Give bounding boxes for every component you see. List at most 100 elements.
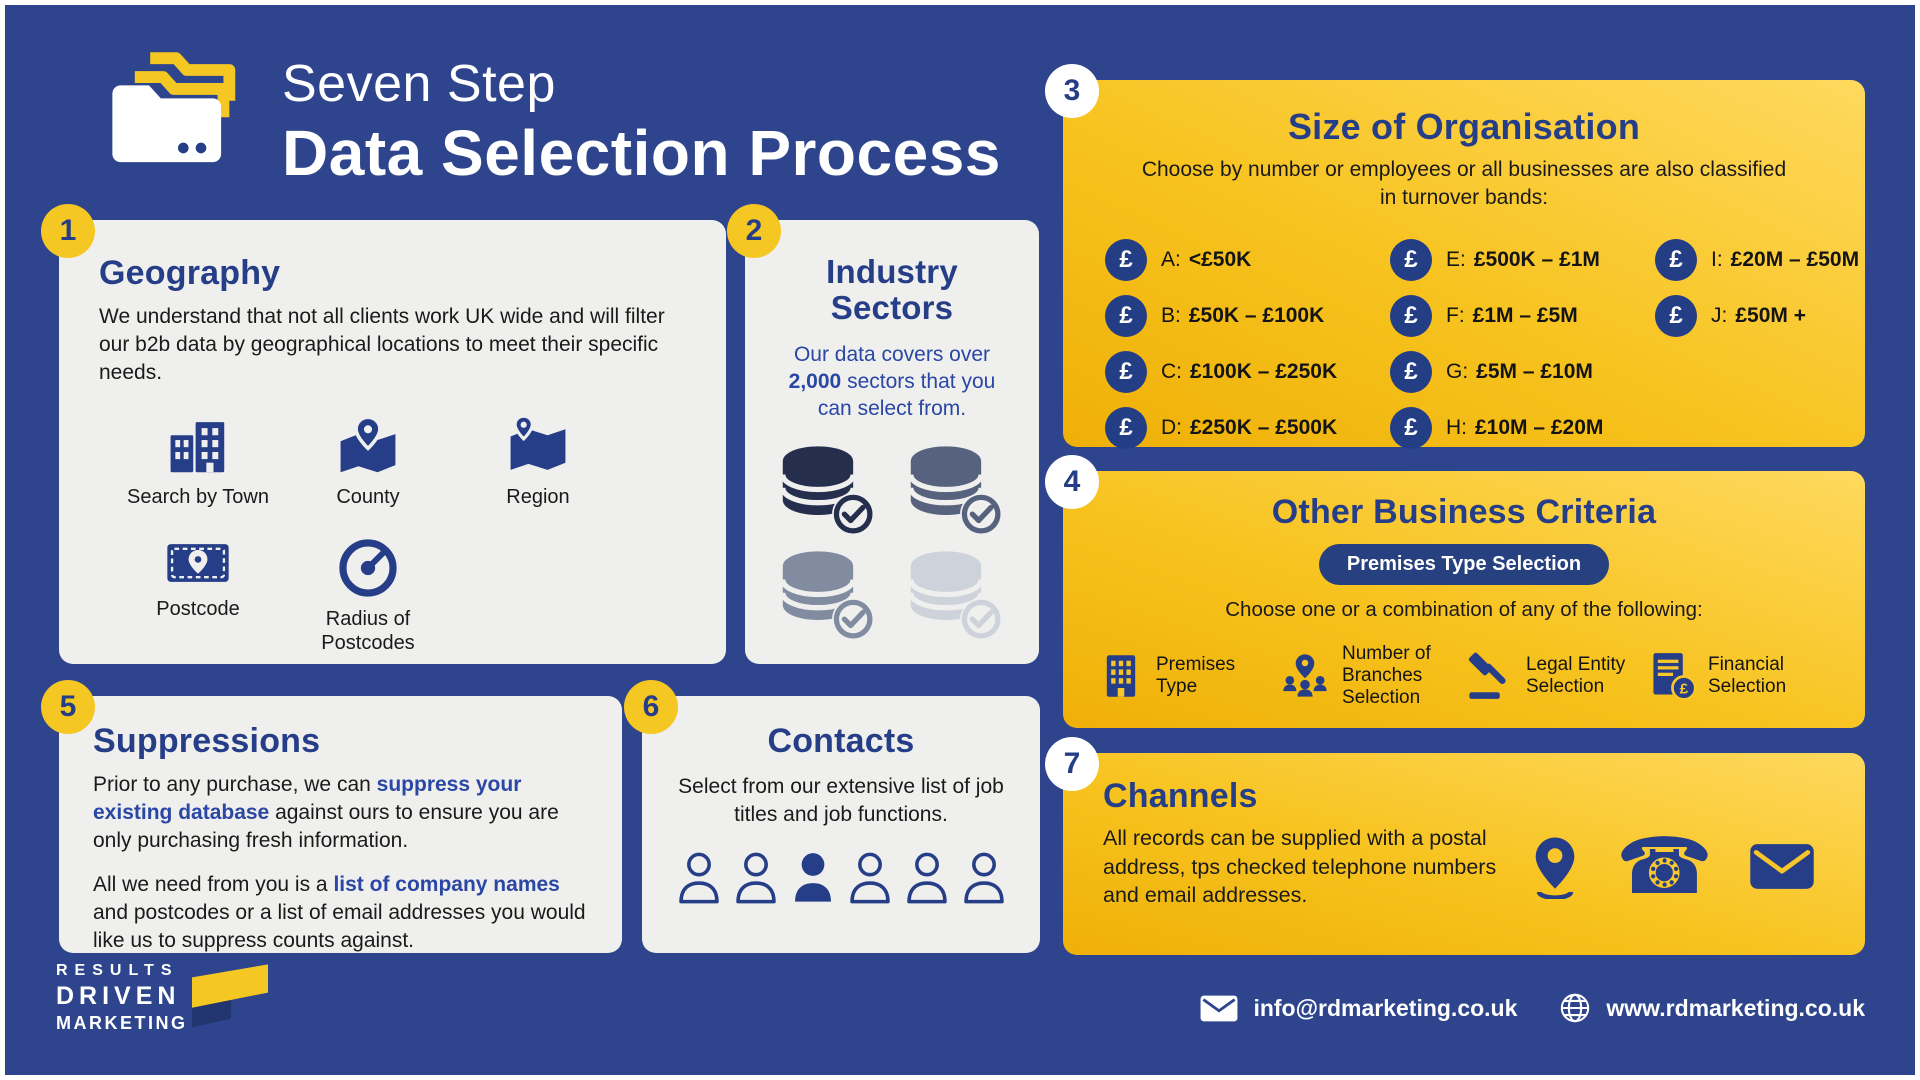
title-line2: Data Selection Process (282, 117, 1001, 189)
person-outline-icon[interactable] (903, 849, 951, 904)
option-label: Premises Type (1156, 654, 1236, 698)
band-d[interactable]: £ D: £250K – £500K (1105, 406, 1390, 449)
option-label: Financial Selection (1707, 654, 1787, 698)
card-contacts: 6 Contacts Select from our extensive lis… (624, 680, 1040, 953)
postcode-label-icon (165, 537, 231, 589)
band-c[interactable]: £ C: £100K – £250K (1105, 350, 1390, 393)
size-title: Size of Organisation (1287, 106, 1641, 147)
size-subtitle: Choose by number or employees or all bus… (1141, 158, 1787, 209)
step-5-badge: 5 (41, 680, 95, 734)
channel-icons: ☎ (1530, 828, 1815, 906)
band-letter: C: (1161, 359, 1182, 383)
card-channels: 7 Channels All records can be supplied w… (1045, 737, 1865, 955)
step-1-badge: 1 (41, 204, 95, 258)
band-j[interactable]: £J:£50M + (1655, 294, 1880, 337)
person-outline-icon[interactable] (960, 849, 1008, 904)
pound-coin-icon: £ (1390, 238, 1432, 281)
band-letter: D: (1161, 415, 1182, 439)
town-buildings-icon (167, 415, 229, 477)
premises-type-selection-pill[interactable]: Premises Type Selection (1318, 544, 1610, 585)
step-4-badge: 4 (1045, 455, 1099, 509)
svg-text:£: £ (1680, 681, 1689, 698)
option-number-of-branches[interactable]: Number of Branches Selection (1279, 643, 1465, 709)
suppressions-paragraph-1: Prior to any purchase, we can suppress y… (93, 773, 559, 852)
database-unselected-icon[interactable] (900, 547, 1012, 642)
band-a[interactable]: £ A: <£50K (1105, 238, 1390, 281)
option-financial-selection[interactable]: £ Financial Selection (1649, 643, 1831, 709)
band-g[interactable]: £ G: £5M – £10M (1390, 350, 1655, 393)
geography-body: We understand that not all clients work … (99, 305, 665, 384)
card-industry-sectors: 2 Industry Sectors Our data covers over … (727, 204, 1039, 664)
band-value: £50M + (1735, 303, 1806, 327)
contacts-title: Contacts (767, 722, 915, 760)
logo-marketing: MARKETING (56, 1013, 188, 1033)
geo-option-county[interactable]: County (283, 415, 453, 510)
pound-coin-icon: £ (1655, 294, 1697, 337)
database-selected-icon[interactable] (900, 442, 1012, 537)
sector-count: 2,000 (788, 369, 842, 393)
band-letter: B: (1161, 303, 1181, 327)
pound-coin-icon: £ (1105, 406, 1147, 449)
band-letter: F: (1446, 303, 1465, 327)
geo-option-postcode[interactable]: Postcode (113, 537, 283, 655)
step-2-badge: 2 (727, 204, 781, 258)
band-value: £500K – £1M (1473, 247, 1600, 271)
logo-driven: DRIVEN (56, 982, 181, 1010)
other-subtitle: Choose one or a combination of any of th… (1225, 598, 1703, 621)
page-title: Seven Step Data Selection Process (282, 54, 1001, 190)
step-6-badge: 6 (624, 680, 678, 734)
band-value: £5M – £10M (1476, 359, 1593, 383)
database-selected-icon[interactable] (772, 547, 884, 642)
band-value: £10M – £20M (1475, 415, 1604, 439)
channels-body: All records can be supplied with a posta… (1103, 826, 1497, 908)
company-names-highlight: list of company names (333, 872, 560, 896)
geo-option-search-by-town[interactable]: Search by Town (113, 415, 283, 510)
branches-cluster-icon (1279, 652, 1331, 700)
person-outline-icon[interactable] (675, 849, 723, 904)
band-e[interactable]: £E:£500K – £1M (1390, 238, 1655, 281)
website-link[interactable]: www.rdmarketing.co.uk (1559, 992, 1865, 1024)
contact-people-row (670, 849, 1012, 904)
suppressions-paragraph-2: All we need from you is a list of compan… (93, 872, 586, 952)
band-f[interactable]: £F:£1M – £5M (1390, 294, 1655, 337)
geo-option-radius[interactable]: Radius of Postcodes (283, 537, 453, 655)
email-link[interactable]: info@rdmarketing.co.uk (1200, 995, 1517, 1022)
turnover-bands: £ A: <£50K £ B: £50K – £100K £ C: £100K – £250… (1105, 232, 1859, 456)
band-value: <£50K (1188, 247, 1252, 271)
logo-results: RESULTS (56, 962, 179, 979)
step-3-badge: 3 (1045, 64, 1099, 118)
band-i[interactable]: £I:£20M – £50M (1655, 238, 1880, 281)
footer-contact: info@rdmarketing.co.uk www.rdmarketing.c… (1200, 992, 1865, 1024)
option-premises-type[interactable]: Premises Type (1097, 643, 1279, 709)
geo-option-label: Region (506, 485, 570, 508)
band-value: £100K – £250K (1190, 359, 1338, 383)
pound-coin-icon: £ (1105, 350, 1147, 393)
band-b[interactable]: £ B: £50K – £100K (1105, 294, 1390, 337)
person-outline-icon[interactable] (846, 849, 894, 904)
band-letter: G: (1446, 359, 1469, 383)
title-line1: Seven Step (282, 55, 556, 113)
band-h[interactable]: £H:£10M – £20M (1390, 406, 1655, 449)
option-legal-entity[interactable]: Legal Entity Selection (1465, 643, 1649, 709)
band-value: £250K – £500K (1190, 415, 1338, 439)
option-label: Number of Branches Selection (1342, 643, 1431, 709)
region-map-icon (507, 414, 569, 477)
postal-address-pin-icon (1530, 835, 1580, 899)
geo-option-label: County (336, 485, 400, 508)
geography-title: Geography (99, 254, 281, 292)
database-selected-icon[interactable] (772, 442, 884, 537)
person-outline-icon[interactable] (732, 849, 780, 904)
band-value: £50K – £100K (1188, 303, 1325, 327)
pound-coin-icon: £ (1105, 238, 1147, 281)
band-value: £1M – £5M (1472, 303, 1578, 327)
email-text: info@rdmarketing.co.uk (1253, 994, 1518, 1021)
geo-option-region[interactable]: Region (453, 414, 623, 510)
pound-coin-icon: £ (1655, 238, 1697, 281)
band-letter: A: (1161, 247, 1181, 271)
person-selected-icon[interactable] (789, 849, 837, 904)
pound-coin-icon: £ (1390, 350, 1432, 393)
telephone-icon: ☎ (1615, 821, 1713, 912)
suppress-database-highlight: suppress your existing database (93, 773, 522, 824)
pound-coin-icon: £ (1105, 294, 1147, 337)
